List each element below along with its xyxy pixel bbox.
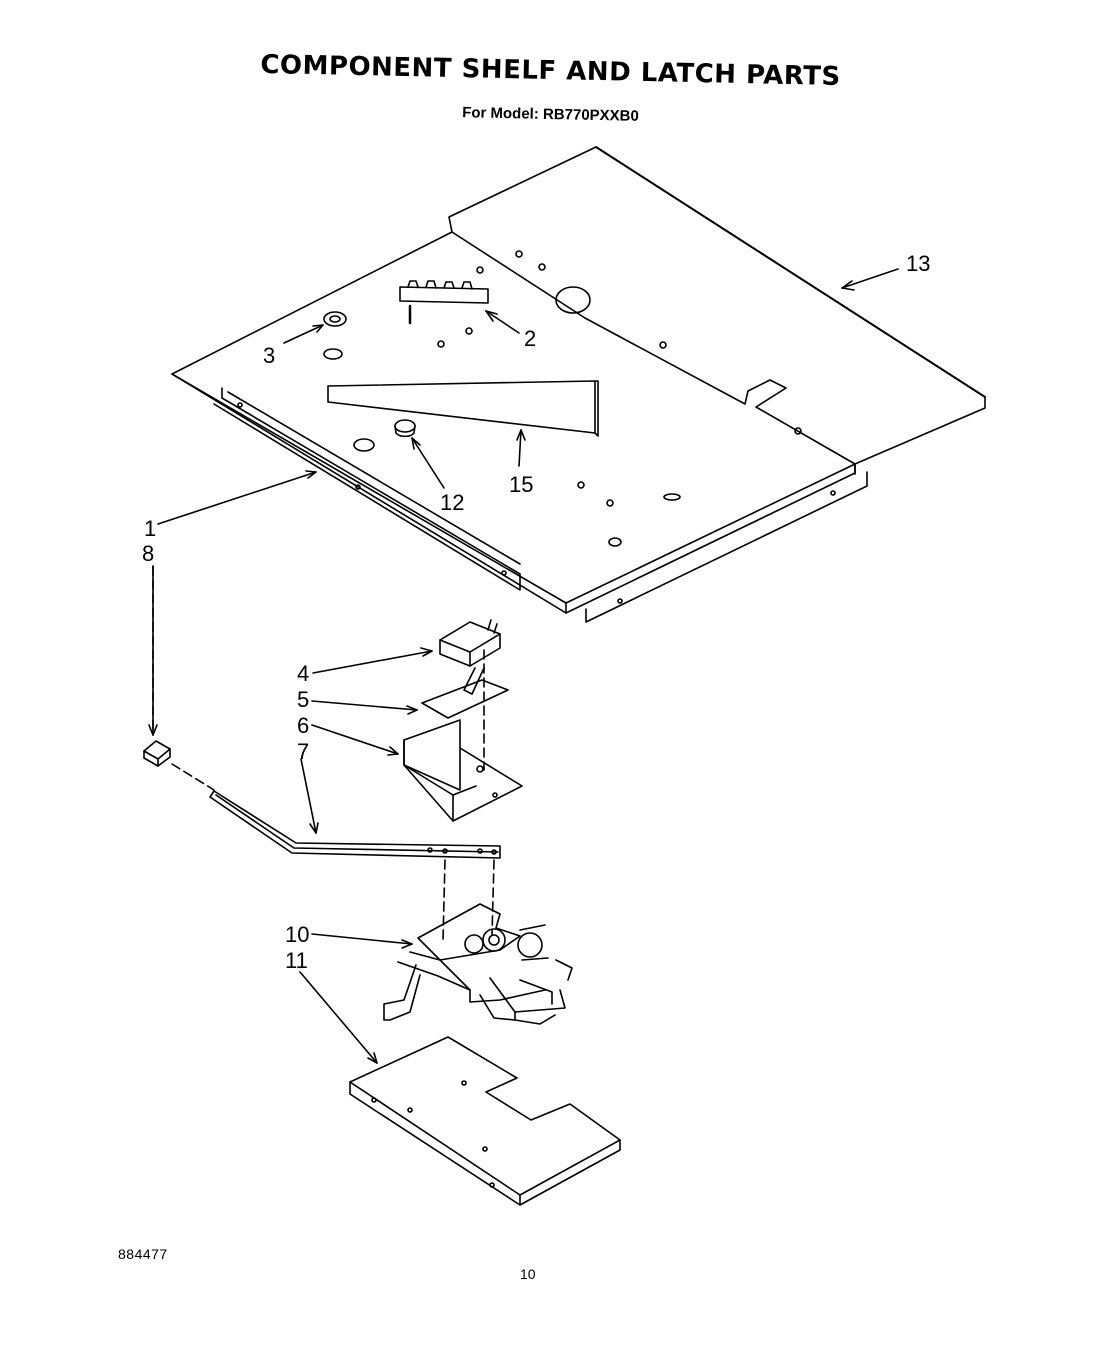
callout-7: 7 (297, 739, 309, 764)
leader-lines (148, 268, 899, 1064)
callout-15: 15 (509, 472, 533, 497)
bumper (143, 740, 171, 767)
document-number: 884477 (118, 1246, 168, 1262)
switch-bracket (403, 719, 523, 822)
callout-4: 4 (297, 661, 309, 686)
latch-rod (209, 790, 501, 859)
insulator-plate (421, 679, 509, 719)
grommet (323, 311, 347, 360)
latch-cover (349, 1036, 621, 1206)
component-shelf (171, 146, 986, 623)
shelf-bracket (327, 380, 599, 437)
alignment-lines (152, 565, 495, 941)
callout-1: 1 (144, 516, 156, 541)
page-number: 10 (520, 1266, 536, 1282)
plug-button (394, 419, 416, 438)
callout-12: 12 (440, 490, 464, 515)
callout-11: 11 (285, 948, 308, 973)
callout-6: 6 (297, 713, 309, 738)
latch-assembly (383, 903, 573, 1025)
callout-5: 5 (297, 687, 309, 712)
callout-3: 3 (263, 343, 275, 368)
callout-8: 8 (142, 541, 154, 566)
callout-labels: 13 2 3 15 12 1 8 4 5 6 7 10 11 (142, 251, 930, 973)
callout-13: 13 (906, 251, 930, 276)
terminal-block (399, 280, 489, 325)
callout-10: 10 (285, 922, 309, 947)
callout-2: 2 (524, 326, 536, 351)
